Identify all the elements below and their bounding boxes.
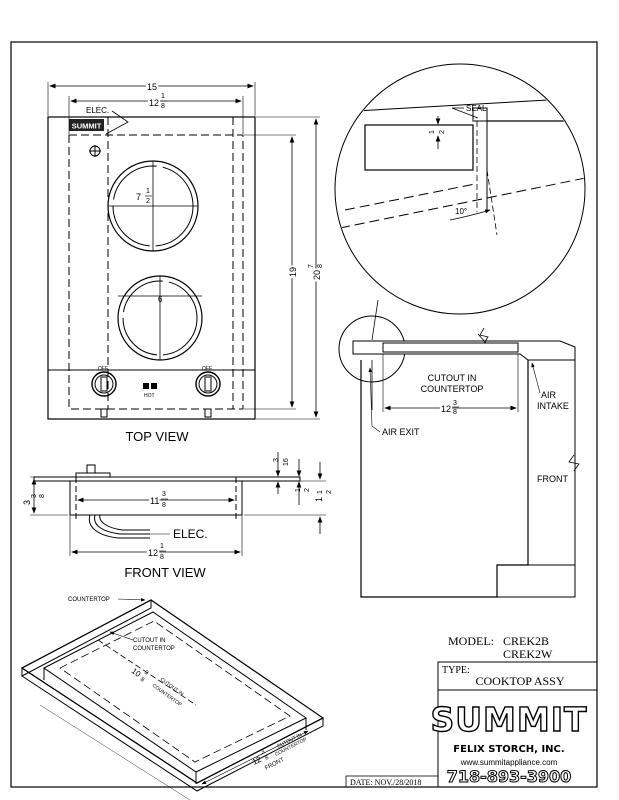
air-exit-label: AIR EXIT xyxy=(382,427,420,437)
model-label: MODEL: xyxy=(448,634,494,648)
depth-12-dim: 12 xyxy=(441,404,451,414)
small-burner-dim: 6 xyxy=(158,295,163,304)
title-block: MODEL: CREK2B CREK2W TYPE: COOKTOP ASSY … xyxy=(345,634,598,788)
width-15-dim: 15 xyxy=(147,82,157,92)
large-burner-icon xyxy=(107,160,199,252)
type-label: TYPE: xyxy=(442,665,470,676)
elec-front-label: ELEC. xyxy=(173,527,208,541)
iso-12-den: 8 xyxy=(264,755,270,762)
height-20-num: 7 xyxy=(308,264,315,268)
right-knob-off: OFF xyxy=(202,366,212,372)
small-burner-icon xyxy=(117,275,203,361)
right-1-num: 1 xyxy=(317,490,324,494)
cooktop-outline xyxy=(47,116,256,420)
seal-gap-den: 2 xyxy=(439,130,446,134)
iso-12-dim: 12 xyxy=(251,754,264,766)
thick-3-16-den: 16 xyxy=(283,458,290,466)
cutout-label-2: COUNTERTOP xyxy=(421,384,484,394)
angle-label: 10° xyxy=(455,207,467,216)
seal-gap-num: 1 xyxy=(429,130,436,134)
front-12-dim: 12 xyxy=(148,548,158,558)
left-knob-icon xyxy=(91,371,117,397)
lip-1-2-den: 2 xyxy=(304,488,311,492)
phone: 718-893-3900 xyxy=(447,767,572,786)
sheet-border xyxy=(10,41,598,788)
cutout-label-1: CUTOUT IN xyxy=(428,373,477,383)
ground-icon xyxy=(89,145,101,157)
width-12-den: 8 xyxy=(161,103,165,110)
iso-12-num: 3 xyxy=(260,749,266,756)
thick-3-16-num: 3 xyxy=(273,458,280,462)
large-burner-dim: 7 xyxy=(136,192,141,202)
lip-1-2-num: 1 xyxy=(295,488,302,492)
model-1: CREK2B xyxy=(503,634,549,648)
height-20-dim: 20 xyxy=(312,270,322,280)
body-3-den: 8 xyxy=(39,494,46,498)
iso-10-num: 3 xyxy=(143,670,150,677)
front-view-title: FRONT VIEW xyxy=(124,565,206,580)
height-19-dim: 19 xyxy=(288,267,298,277)
top-view-title: TOP VIEW xyxy=(125,429,189,444)
large-burner-dim-num: 1 xyxy=(146,188,150,195)
date: DATE: NOV./28/2018 xyxy=(350,778,421,787)
body-3-dim: 3 xyxy=(22,500,32,505)
iso-cutout-label-1: CUTOUT IN xyxy=(133,638,165,644)
right-1-dim: 1 xyxy=(314,497,324,502)
hot-label: HOT xyxy=(144,393,155,399)
brand-badge-text: SUMMIT xyxy=(72,122,102,131)
model-2: CREK2W xyxy=(503,647,553,661)
cutout-dashed-outline xyxy=(68,134,244,410)
front-view: ELEC. 11 3 8 12 1 8 3 3 8 3 16 1 2 xyxy=(22,452,333,580)
height-20-den: 8 xyxy=(317,264,324,268)
front-11-dim: 11 xyxy=(150,496,159,506)
front-label: FRONT xyxy=(537,474,568,484)
width-12-num: 1 xyxy=(161,93,165,100)
isometric-cutout: COUNTERTOP CUTOUT IN COUNTERTOP 10 3 8 C… xyxy=(20,597,325,800)
elec-label: ELEC. xyxy=(86,106,109,115)
top-view: SUMMIT ELEC. 7 1 2 6 xyxy=(47,80,324,444)
seal-label: SEAL xyxy=(466,104,487,113)
brand-badge xyxy=(69,119,104,131)
depth-12-num: 3 xyxy=(453,400,457,407)
front-11-den: 8 xyxy=(162,502,166,509)
large-burner-dim-den: 2 xyxy=(146,198,150,205)
front-12-num: 1 xyxy=(160,543,164,550)
website: www.summitappliance.com xyxy=(460,758,558,767)
iso-10-den: 8 xyxy=(139,677,146,684)
seal-detail: 1 2 SEAL 10° xyxy=(334,63,586,341)
air-intake-label-2: INTAKE xyxy=(537,401,569,411)
iso-countertop-label: COUNTERTOP xyxy=(68,597,110,603)
company-name: FELIX STORCH, INC. xyxy=(453,744,564,755)
right-knob-icon xyxy=(195,371,221,397)
front-11-num: 3 xyxy=(162,491,166,498)
body-3-num: 3 xyxy=(31,494,38,498)
install-section: 12 3 8 CUTOUT IN COUNTERTOP AIR INTAKE A… xyxy=(338,315,580,598)
air-intake-label-1: AIR xyxy=(541,390,557,400)
hot-indicator-icon xyxy=(143,383,157,389)
left-knob-off: OFF xyxy=(98,366,108,372)
front-12-den: 8 xyxy=(160,554,164,561)
right-1-den: 2 xyxy=(326,490,333,494)
iso-cutout-label-2: COUNTERTOP xyxy=(133,646,175,652)
type-value: COOKTOP ASSY xyxy=(475,674,564,688)
depth-12-den: 8 xyxy=(453,409,457,416)
summit-logo: SUMMIT xyxy=(430,700,587,739)
width-12-dim: 12 xyxy=(149,98,159,108)
